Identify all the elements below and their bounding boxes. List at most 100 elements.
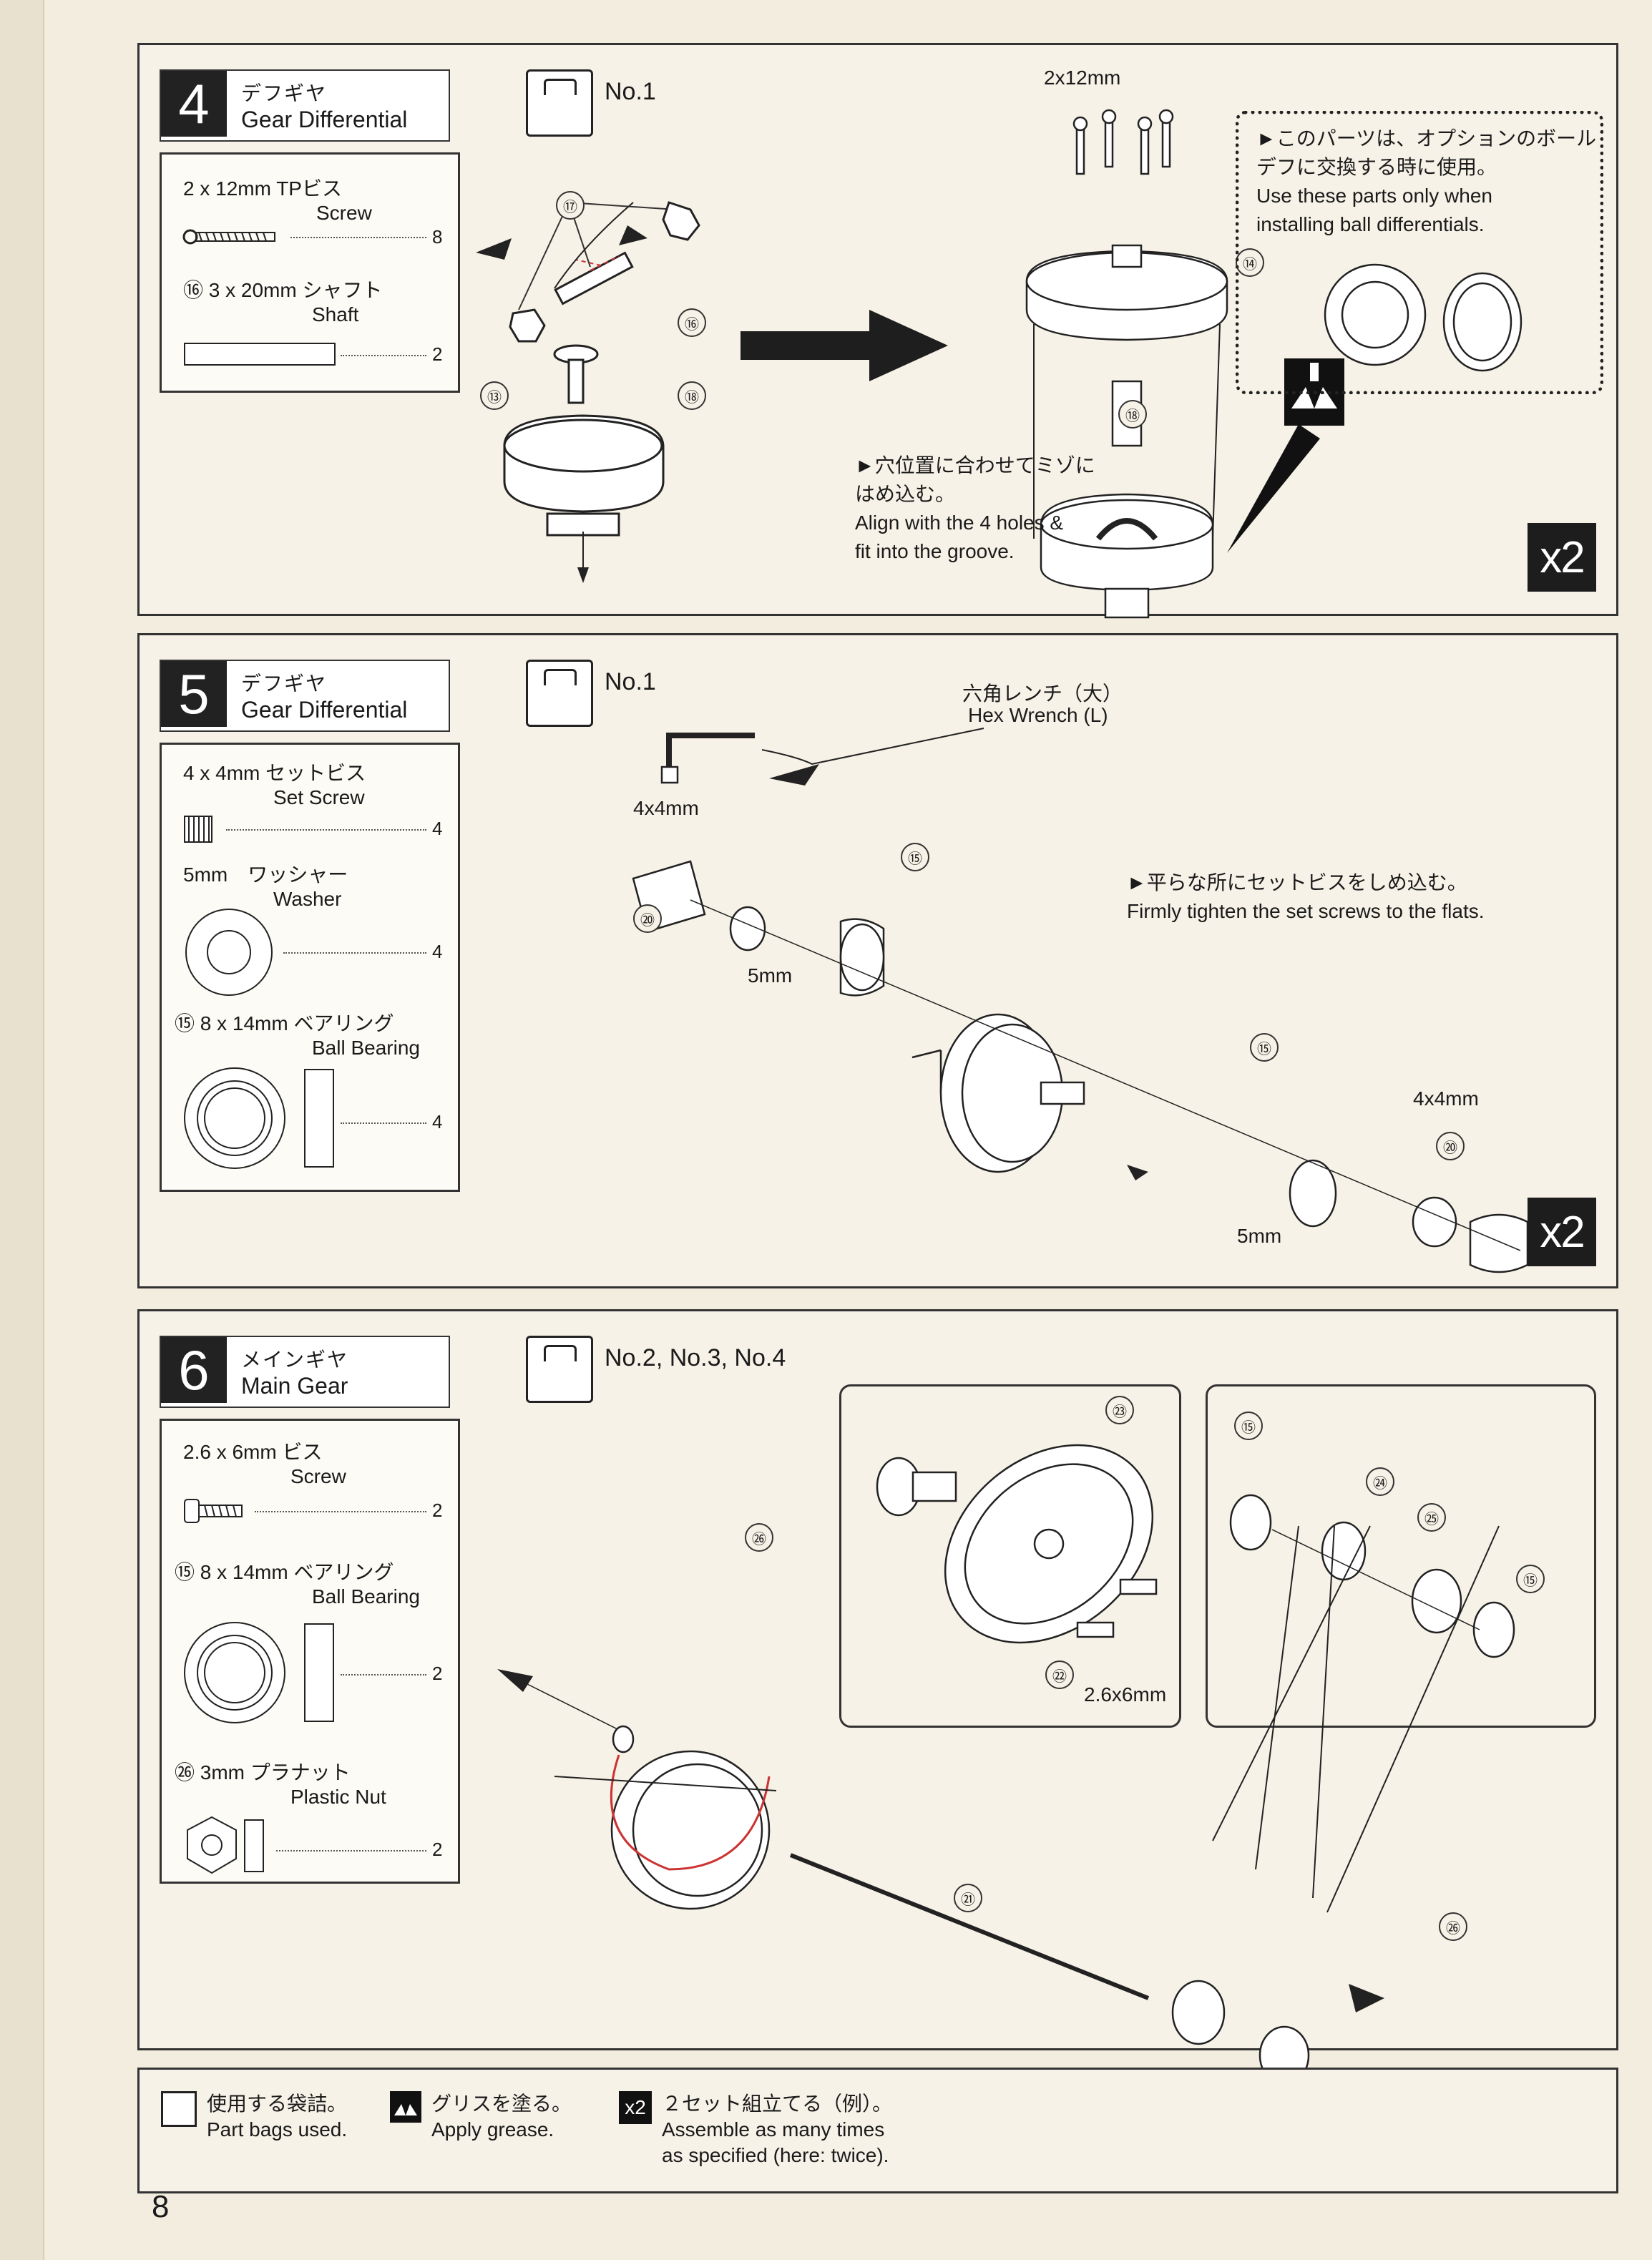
part-qty: 2 [432,343,443,365]
note-jp: ►穴位置に合わせてミゾに [855,454,1095,476]
step-4-bag: No.1 [526,69,656,137]
step-4-screw-size-label: 2x12mm [1044,67,1121,89]
legend-text-en: as specified (here: twice). [662,2144,889,2166]
option-note-jp: デフに交換する時に使用。 [1256,156,1497,178]
pulley-detail-box [1206,1384,1596,1728]
step-4-number: 4 [161,71,227,137]
detail-pointer-lines [1212,1525,1500,2012]
callout-22: ㉒ [1045,1660,1074,1689]
part-set-screw-4x4: 4 x 4mm セットビス Set Screw [183,758,366,809]
set-screw-size-label-a: 4x4mm [633,797,699,819]
page-binding-edge [0,0,44,2260]
step-6-panel: 6 メインギヤ Main Gear No.2, No.3, No.4 2.6 x… [137,1309,1618,2085]
step-6-number: 6 [161,1337,227,1403]
callout-152-left: ⑮ [901,843,929,871]
part-qty: 4 [432,941,443,962]
part-name-jp: ⑮ 8 x 14mm ベアリング [175,1561,394,1583]
leader-dots [341,355,426,356]
legend-text-en: Assemble as many times [662,2118,885,2141]
legend-text-jp: グリスを塗る。 [431,2093,572,2115]
step-6-screw-size-label: 2.6x6mm [1084,1683,1167,1706]
set-screw-icon [184,816,212,843]
part-shaft-3x20: ⑯ 3 x 20mm シャフト Shaft [183,275,382,326]
callout-26-top: ㉖ [745,1523,773,1552]
part-name-jp: 2.6 x 6mm ビス [183,1441,323,1463]
part-name-en: Ball Bearing [312,1037,420,1059]
leader-dots [341,1122,426,1124]
step-5-number: 5 [161,661,227,727]
part-bag-icon [526,69,593,137]
plastic-nut-icon [187,1816,264,1874]
legend-bags: 使用する袋詰。 Part bags used. [161,2091,347,2143]
part-qty: 4 [432,1111,443,1133]
washer-icon [185,909,273,996]
leader-dots [290,237,426,238]
callout-21: ㉑ [954,1884,982,1912]
callout-13: ⑬ [480,381,509,410]
leader-dots [283,952,426,954]
legend-x2: x2 ２セット組立てる（例）。 Assemble as many times a… [619,2091,892,2168]
legend-box: 使用する袋詰。 Part bags used. グリスを塗る。 Apply gr… [137,2068,1618,2193]
part-bag-icon [161,2091,197,2127]
part-name-en: Set Screw [273,786,365,808]
callout-14: ⑭ [1236,248,1264,277]
step-5-panel: 5 デフギヤ Gear Differential No.1 4 x 4mm セッ… [137,633,1618,1288]
washer-size-label-b: 5mm [1237,1225,1282,1247]
part-name-en: Shaft [312,303,359,326]
part-name-jp: ㉖ 3mm プラナット [175,1761,351,1784]
legend-text-jp: ２セット組立てる（例）。 [662,2093,893,2115]
step-4-note: ►穴位置に合わせてミゾに はめ込む。 Align with the 4 hole… [855,451,1095,566]
step-4-header: 4 デフギヤ Gear Differential [160,69,450,142]
part-name-en: Screw [316,202,372,224]
option-note-en: installing ball differentials. [1256,213,1485,235]
main-gear-assembly-drawing [497,1669,1310,2085]
part-qty: 2 [432,1839,443,1860]
step-4-title-jp: デフギヤ [241,82,328,104]
callout-20-right: ⑳ [1436,1132,1465,1160]
leader-dots [255,1511,426,1512]
callout-17: ⑰ [556,191,585,220]
step-5-x2-badge: x2 [1528,1198,1596,1266]
step-4-parts-box: 2 x 12mm TPビス Screw 8 ⑯ 3 x 20mm シャフト Sh… [160,152,460,393]
shaft-icon [184,343,336,366]
part-screw-2x12: 2 x 12mm TPビス Screw [183,173,372,225]
grease-pointer [1227,424,1320,553]
callout-20-left: ⑳ [633,904,662,933]
note-jp: はめ込む。 [855,483,956,505]
step-4-title-en: Gear Differential [241,107,408,132]
part-washer-5mm: 5mm ワッシャー Washer [183,859,348,911]
leader-dots [276,1850,426,1851]
note-en: Firmly tighten the set screws to the fla… [1127,900,1485,922]
set-screw-size-label-b: 4x4mm [1413,1087,1479,1110]
part-screw-2.6x6: 2.6 x 6mm ビス Screw [183,1437,346,1488]
note-jp: ►平らな所にセットビスをしめ込む。 [1127,871,1467,894]
option-note-en: Use these parts only when [1256,185,1492,207]
x2-icon: x2 [619,2091,652,2124]
callout-18: ⑱ [678,381,706,410]
spur-gear-detail-drawing [876,1444,1158,1644]
part-bag-icon [526,660,593,727]
step-5-title-jp: デフギヤ [241,672,328,695]
callout-23: ㉓ [1105,1396,1134,1424]
part-name-jp: 2 x 12mm TPビス [183,177,342,200]
step-4-bag-label: No.1 [605,78,656,105]
step-6-parts-box: 2.6 x 6mm ビス Screw 2 ⑮ 8 x 14mm ベアリング Ba… [160,1419,460,1884]
part-name-en: Ball Bearing [312,1585,420,1608]
page-number: 8 [152,2189,170,2224]
part-ball-bearing-8x14: ⑮ 8 x 14mm ベアリング Ball Bearing [175,1557,420,1608]
part-qty: 2 [432,1500,443,1521]
legend-grease: グリスを塗る。 Apply grease. [390,2091,572,2143]
callout-18-assembled: ⑱ [1118,400,1147,429]
step-5-bag-label: No.1 [605,668,656,695]
callout-152-a: ⑮ [1234,1412,1263,1440]
step-5-bag: No.1 [526,660,656,727]
step-5-note: ►平らな所にセットビスをしめ込む。 Firmly tighten the set… [1127,869,1485,926]
option-note: ►このパーツは、オプションのボール デフに交換する時に使用。 Use these… [1256,124,1596,239]
note-en: Align with the 4 holes & [855,512,1064,534]
part-qty: 4 [432,818,443,839]
step-6-title-en: Main Gear [241,1373,348,1399]
diff-assembled-drawing [1025,109,1228,619]
part-qty: 8 [432,226,443,248]
washer-size-label-a: 5mm [748,964,793,987]
hex-wrench-label-en: Hex Wrench (L) [968,704,1108,726]
